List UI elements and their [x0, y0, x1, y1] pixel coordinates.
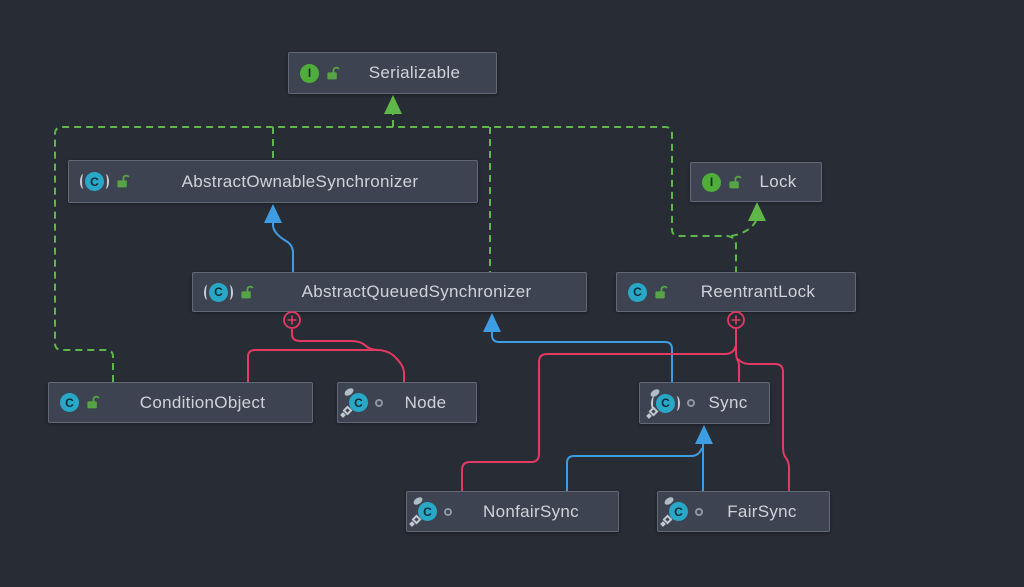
public-lock-icon	[326, 66, 341, 81]
inner-class-anchor-reentrantlock[interactable]	[727, 311, 745, 329]
class-node-sync[interactable]: C Sync	[639, 382, 770, 424]
class-node-serializable[interactable]: I Serializable	[288, 52, 497, 94]
class-node-nonfair-sync[interactable]: C NonfairSync	[406, 491, 619, 532]
class-node-node[interactable]: C Node	[337, 382, 477, 423]
extends-arrowhead-sync	[695, 425, 713, 444]
public-lock-icon	[86, 395, 101, 410]
abstract-class-icon: C	[204, 282, 233, 302]
package-private-icon	[687, 399, 695, 407]
public-lock-icon	[240, 285, 255, 300]
class-name-label: FairSync	[727, 501, 797, 521]
public-lock-icon	[116, 174, 131, 189]
class-name-label: ConditionObject	[139, 392, 266, 412]
edge-inner-aqs-stem	[291, 329, 380, 351]
edge-inner-reentrantlock-to-fairsync	[737, 358, 790, 491]
class-node-condition-object[interactable]: C ConditionObject	[48, 382, 313, 423]
package-private-icon	[695, 507, 703, 516]
edge-extends-aqs-to-aos	[272, 223, 294, 272]
extends-arrowhead-aqs	[483, 313, 501, 332]
class-name-label: Serializable	[368, 63, 461, 82]
class-name-label: Node	[404, 392, 447, 412]
static-class-icon: C	[349, 393, 368, 412]
interface-icon: I	[300, 63, 319, 83]
edge-extends-nonfairsync-to-sync	[566, 447, 703, 491]
class-node-fair-sync[interactable]: C FairSync	[657, 491, 830, 532]
implements-arrowhead-serializable	[384, 95, 402, 114]
class-node-lock[interactable]: I Lock	[690, 162, 822, 202]
public-lock-icon	[654, 285, 669, 300]
package-private-icon	[375, 398, 383, 407]
edge-inner-aqs-to-conditionobject	[247, 349, 379, 382]
abstract-class-icon: C	[80, 172, 109, 191]
class-name-label: AbstractOwnableSynchronizer	[181, 171, 419, 191]
class-node-abstract-ownable-synchronizer[interactable]: C AbstractOwnableSynchronizer	[68, 160, 478, 203]
class-icon: C	[60, 393, 79, 412]
edge-inner-reentrantlock-to-sync	[735, 329, 740, 382]
class-name-label: NonfairSync	[483, 501, 579, 521]
public-lock-icon	[728, 175, 743, 190]
class-node-reentrant-lock[interactable]: C ReentrantLock	[616, 272, 856, 312]
implements-arrowhead-lock	[748, 202, 766, 221]
class-node-abstract-queued-synchronizer[interactable]: C AbstractQueuedSynchronizer	[192, 272, 587, 312]
extends-arrowhead-aos	[264, 204, 282, 223]
class-name-label: AbstractQueuedSynchronizer	[301, 282, 532, 301]
class-name-label: ReentrantLock	[700, 282, 816, 301]
interface-icon: I	[702, 172, 721, 192]
static-class-icon: C	[669, 502, 688, 521]
edge-implements-lock-stem	[730, 220, 757, 237]
edge-inner-aqs-to-node	[378, 349, 405, 382]
class-name-label: Sync	[708, 393, 748, 412]
class-icon: C	[628, 282, 647, 302]
edge-extends-sync-to-aqs	[491, 332, 673, 382]
package-private-icon	[444, 507, 452, 516]
inner-class-anchor-aqs[interactable]	[283, 311, 301, 329]
class-name-label: Lock	[759, 172, 797, 191]
static-class-icon: C	[418, 502, 437, 521]
